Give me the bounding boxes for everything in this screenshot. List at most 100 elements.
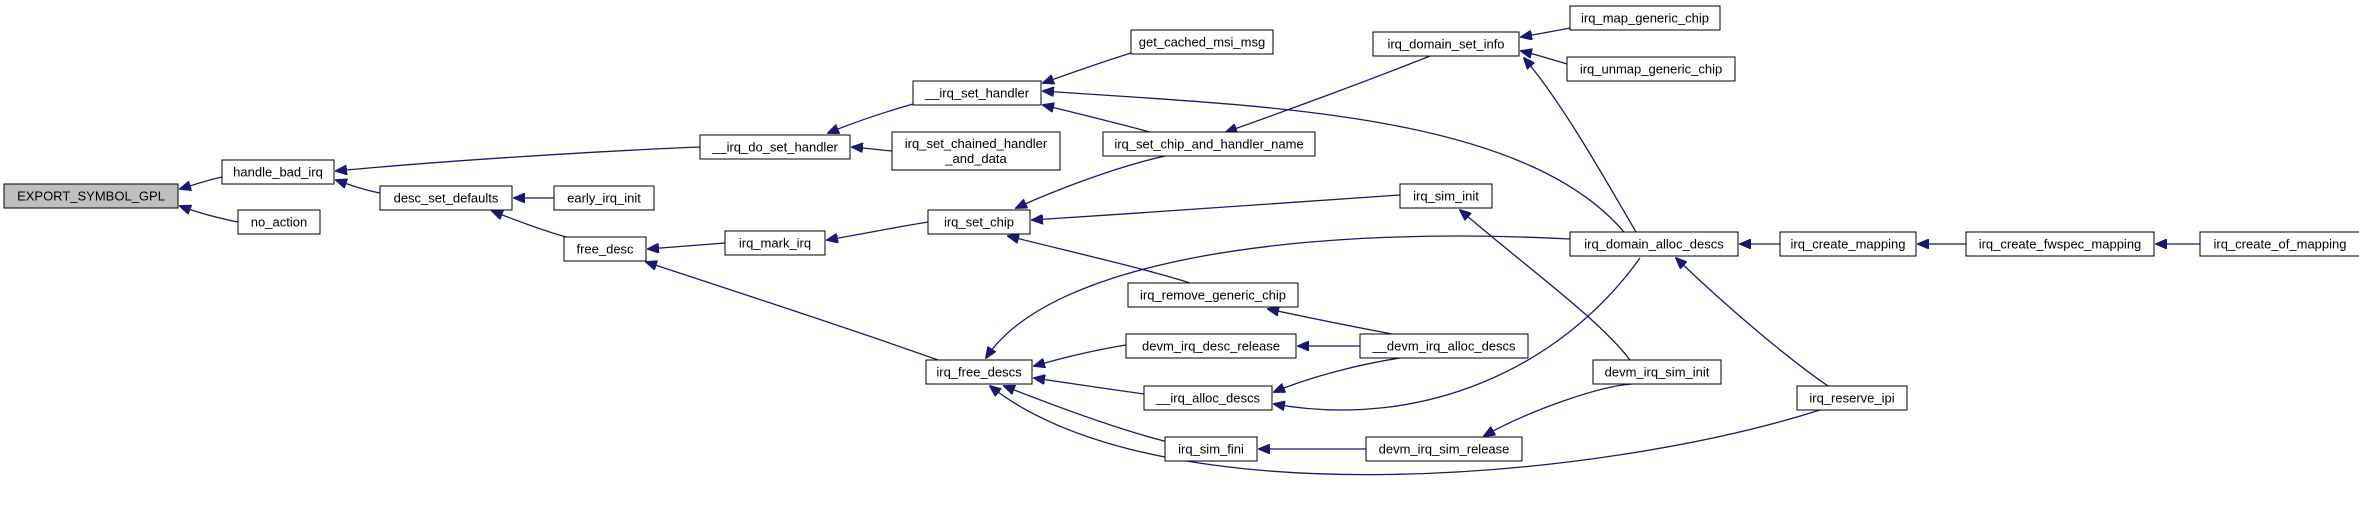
node-box <box>553 185 655 211</box>
node-label: __devm_irq_alloc_descs <box>1371 339 1516 354</box>
node-label: get_cached_msi_msg <box>1139 35 1265 50</box>
node-box <box>1125 333 1297 359</box>
node-box <box>925 359 1033 385</box>
edge-irq-set-handler-to-get-cached-msi-msg <box>1043 52 1132 83</box>
node-early-irq-init[interactable]: early_irq_init <box>553 185 655 211</box>
node-handle-bad-irq[interactable]: handle_bad_irq <box>221 159 335 185</box>
node-irq-sim-init[interactable]: irq_sim_init <box>1399 183 1493 209</box>
node-irq-free-descs[interactable]: irq_free_descs <box>925 359 1033 385</box>
node-label: devm_irq_sim_init <box>1605 365 1710 380</box>
node-irq-create-fwspec-mapping[interactable]: irq_create_fwspec_mapping <box>1965 231 2155 257</box>
node-irq-unmap-generic-chip[interactable]: irq_unmap_generic_chip <box>1566 56 1736 82</box>
node-irq-sim-fini[interactable]: irq_sim_fini <box>1164 436 1258 462</box>
node-devm-irq-sim-init[interactable]: devm_irq_sim_init <box>1592 359 1722 385</box>
node-box <box>927 209 1031 235</box>
node-free-desc[interactable]: free_desc <box>563 236 647 262</box>
node-label: irq_set_chip_and_handler_name <box>1114 137 1303 152</box>
edge-irq-set-chip-to-irq-sim-init <box>1032 194 1401 220</box>
node-export-symbol-gpl[interactable]: EXPORT_SYMBOL_GPL <box>3 183 179 209</box>
node-irq-mark-irq[interactable]: irq_mark_irq <box>724 230 826 256</box>
node-box <box>1127 282 1299 308</box>
node-irq-set-handler[interactable]: __irq_set_handler <box>912 80 1042 106</box>
node-box <box>912 80 1042 106</box>
node-devm-irq-desc-release[interactable]: devm_irq_desc_release <box>1125 333 1297 359</box>
edge-irq-mark-irq-to-irq-set-chip <box>827 221 929 240</box>
edge-irq-domain-alloc-descs-to-irq-reserve-ipi <box>1676 258 1829 387</box>
edge-irq-free-descs-to-irq-sim-fini <box>1004 386 1169 443</box>
node-box <box>699 134 851 160</box>
edge-irq-remove-generic-chip-to-devm-irq-alloc-descs <box>1268 309 1393 335</box>
edge-irq-set-chip-to-irq-set-chip-and-handler-name <box>1016 155 1166 208</box>
node-label: irq_mark_irq <box>739 236 811 251</box>
node-label: handle_bad_irq <box>233 165 323 180</box>
node-label: __irq_alloc_descs <box>1155 391 1261 406</box>
nodes-layer: EXPORT_SYMBOL_GPL handle_bad_irq no_action… <box>3 5 2359 462</box>
node-box <box>1359 333 1529 359</box>
node-irq-domain-alloc-descs[interactable]: irq_domain_alloc_descs <box>1569 231 1739 257</box>
node-label: irq_reserve_ipi <box>1809 391 1894 406</box>
node-irq-reserve-ipi[interactable]: irq_reserve_ipi <box>1796 385 1908 411</box>
node-label: devm_irq_desc_release <box>1142 339 1280 354</box>
node-devm-irq-sim-release[interactable]: devm_irq_sim_release <box>1365 436 1523 462</box>
edge-irq-alloc-descs-to-irq-domain-alloc-descs <box>1274 257 1641 410</box>
edge-irq-domain-set-info-to-irq-map-generic-chip <box>1521 27 1571 37</box>
node-label: EXPORT_SYMBOL_GPL <box>17 189 165 204</box>
edges-layer <box>180 27 2200 476</box>
node-box <box>1102 131 1316 157</box>
node-box <box>237 209 321 235</box>
node-box <box>1779 231 1917 257</box>
node-box <box>891 131 1061 171</box>
node-label: irq_set_chip <box>944 215 1014 230</box>
edge-devm-irq-sim-release-to-devm-irq-sim-init <box>1484 383 1633 436</box>
node-no-action[interactable]: no_action <box>237 209 321 235</box>
node-box <box>724 230 826 256</box>
edge-irq-domain-set-info-to-irq-domain-alloc-descs <box>1524 58 1637 233</box>
edge-irq-free-descs-to-irq-domain-alloc-descs <box>986 235 1571 358</box>
node-devm-irq-alloc-descs[interactable]: __devm_irq_alloc_descs <box>1359 333 1529 359</box>
node-label: desc_set_defaults <box>394 191 499 206</box>
node-box <box>3 183 179 209</box>
node-label: irq_set_chained_handler <box>905 136 1048 151</box>
node-label: irq_sim_fini <box>1178 442 1244 457</box>
edge-irq-free-descs-to-irq-reserve-ipi <box>990 386 1821 476</box>
edge-handle-bad-irq-to-desc-set-defaults <box>336 180 381 194</box>
node-label: _and_data <box>944 151 1007 166</box>
node-label: irq_map_generic_chip <box>1581 11 1709 26</box>
edge-irq-alloc-descs-to-devm-irq-alloc-descs <box>1274 357 1401 392</box>
node-desc-set-defaults[interactable]: desc_set_defaults <box>379 185 513 211</box>
node-irq-do-set-handler[interactable]: __irq_do_set_handler <box>699 134 851 160</box>
node-box <box>1143 385 1273 411</box>
edge-irq-do-set-handler-to-irq-set-chained-handler-and-data <box>852 147 893 151</box>
node-box <box>1796 385 1908 411</box>
edge-export-symbol-gpl-to-no-action <box>180 206 239 223</box>
node-box <box>1569 5 1721 31</box>
node-irq-create-mapping[interactable]: irq_create_mapping <box>1779 231 1917 257</box>
node-irq-remove-generic-chip[interactable]: irq_remove_generic_chip <box>1127 282 1299 308</box>
edge-irq-do-set-handler-to-irq-set-handler <box>828 103 914 133</box>
edge-irq-set-chip-to-irq-remove-generic-chip <box>1008 236 1191 284</box>
node-box <box>1130 29 1274 55</box>
node-box <box>1164 436 1258 462</box>
node-label: devm_irq_sim_release <box>1379 442 1510 457</box>
edge-irq-set-chip-and-handler-name-to-irq-domain-set-info <box>1226 55 1431 132</box>
node-box <box>1592 359 1722 385</box>
node-label: irq_create_fwspec_mapping <box>1979 237 2142 252</box>
edge-irq-set-handler-to-irq-domain-alloc-descs <box>1043 91 1625 233</box>
node-irq-set-chained-handler-and-data[interactable]: irq_set_chained_handler_and_data <box>891 131 1061 171</box>
edge-handle-bad-irq-to-irq-do-set-handler <box>336 146 701 171</box>
node-get-cached-msi-msg[interactable]: get_cached_msi_msg <box>1130 29 1274 55</box>
node-irq-set-chip-and-handler-name[interactable]: irq_set_chip_and_handler_name <box>1102 131 1316 157</box>
node-box <box>1965 231 2155 257</box>
node-irq-create-of-mapping[interactable]: irq_create_of_mapping <box>2199 231 2359 257</box>
node-irq-map-generic-chip[interactable]: irq_map_generic_chip <box>1569 5 1721 31</box>
node-irq-set-chip[interactable]: irq_set_chip <box>927 209 1031 235</box>
node-irq-domain-set-info[interactable]: irq_domain_set_info <box>1372 31 1520 57</box>
node-irq-alloc-descs[interactable]: __irq_alloc_descs <box>1143 385 1273 411</box>
node-box <box>1399 183 1493 209</box>
node-box <box>563 236 647 262</box>
node-label: irq_sim_init <box>1413 189 1479 204</box>
node-box <box>221 159 335 185</box>
node-label: irq_remove_generic_chip <box>1140 288 1286 303</box>
node-box <box>1372 31 1520 57</box>
